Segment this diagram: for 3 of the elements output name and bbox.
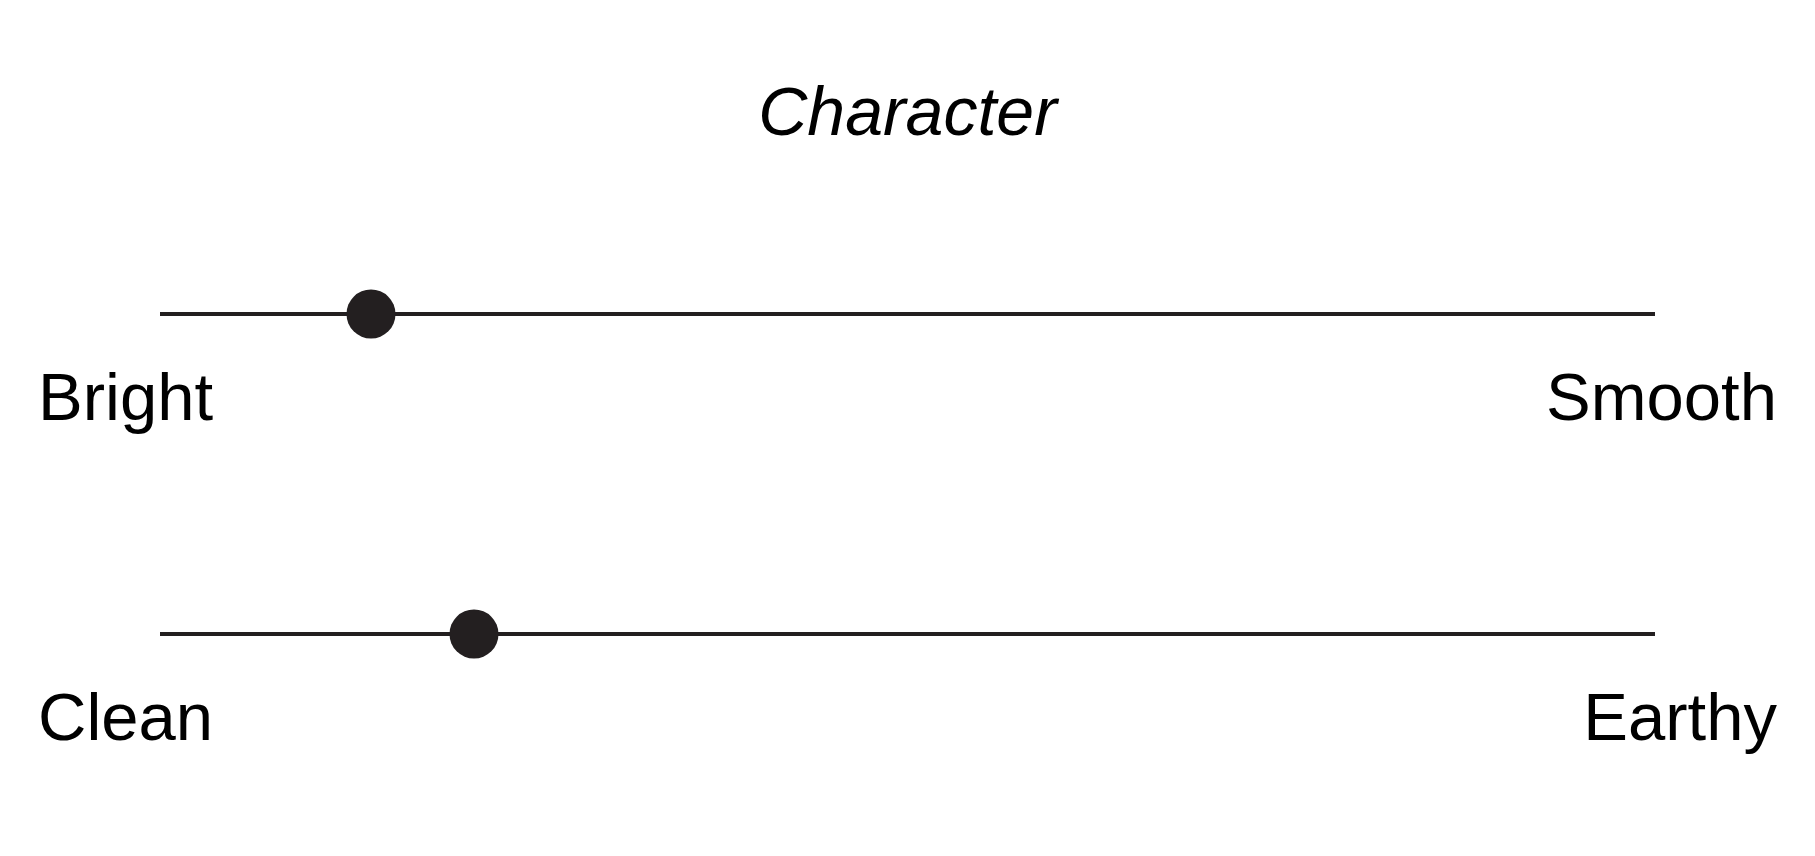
scale-end-label: Clean [38,683,214,750]
scale-end-label: Smooth [1546,363,1777,430]
title: Character [758,73,1057,149]
